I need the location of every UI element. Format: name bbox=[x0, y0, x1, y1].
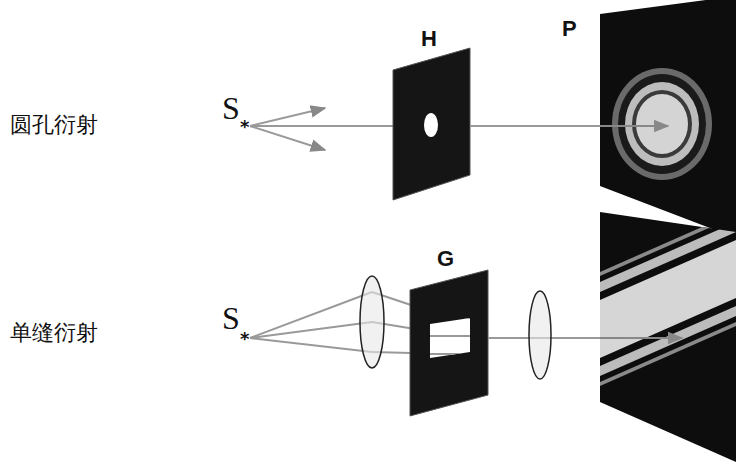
source-mark: * bbox=[240, 118, 249, 136]
screen bbox=[600, 212, 736, 462]
aperture-plate bbox=[393, 48, 470, 200]
ray bbox=[600, 125, 668, 127]
ray bbox=[250, 338, 372, 352]
airy-ring bbox=[632, 90, 692, 158]
screen bbox=[600, 0, 736, 238]
circular-hole bbox=[424, 113, 438, 137]
ray bbox=[250, 108, 325, 126]
airy-ring bbox=[625, 82, 699, 166]
screen-letter: P bbox=[562, 18, 577, 40]
ray bbox=[250, 125, 395, 127]
plate-letter: H bbox=[421, 28, 437, 50]
lens bbox=[360, 276, 384, 368]
source-mark: * bbox=[240, 330, 249, 348]
airy-ring bbox=[612, 68, 712, 180]
ray bbox=[470, 125, 600, 127]
lens bbox=[529, 291, 551, 379]
slit-plate bbox=[410, 270, 488, 416]
fringes bbox=[600, 212, 736, 386]
slit bbox=[430, 318, 470, 358]
ray bbox=[250, 322, 372, 338]
ray bbox=[600, 337, 682, 339]
ray bbox=[250, 292, 372, 338]
row-title: 圆孔衍射 bbox=[10, 114, 98, 136]
airy-ring bbox=[618, 74, 706, 174]
ray bbox=[250, 126, 325, 150]
row-title: 单缝衍射 bbox=[10, 322, 98, 344]
source-letter: S bbox=[222, 92, 240, 124]
airy-disk bbox=[636, 94, 688, 154]
source-letter: S bbox=[222, 302, 240, 334]
plate-letter: G bbox=[437, 248, 454, 270]
